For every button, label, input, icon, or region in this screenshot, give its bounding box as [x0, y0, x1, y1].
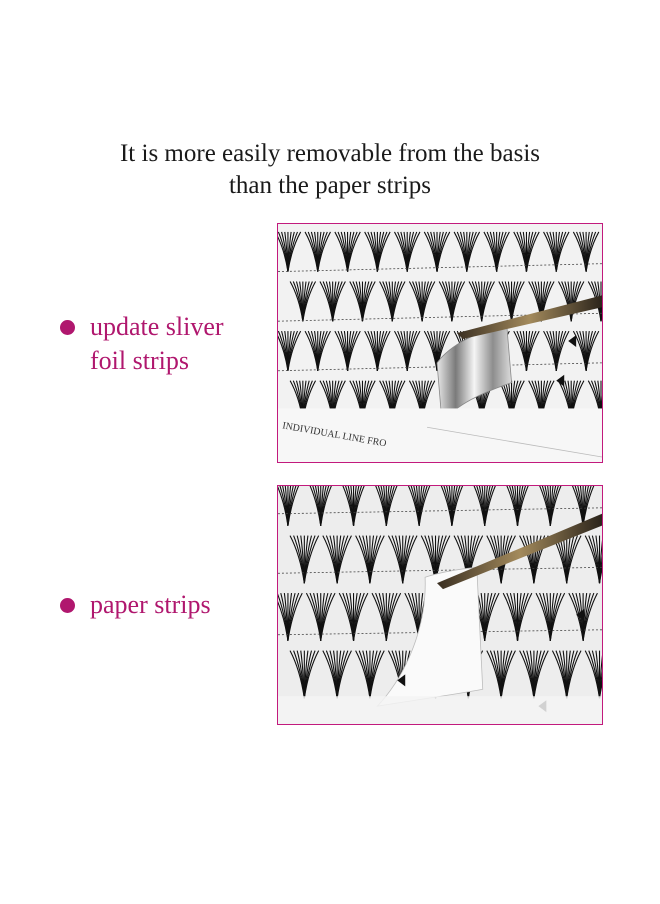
lash-fiber — [600, 312, 602, 322]
lash-fiber — [533, 650, 549, 699]
label-paper-strips: paper strips — [60, 588, 211, 622]
lash-fiber — [287, 486, 300, 526]
lash-fiber — [566, 650, 582, 699]
lash-fiber — [361, 281, 376, 322]
lash-fiber — [320, 486, 332, 526]
lash-fiber — [376, 330, 391, 371]
lash-fiber — [555, 231, 570, 272]
lash-fiber — [598, 567, 602, 584]
foil-strip-illustration: INDIVIDUAL LINE FRO — [278, 224, 602, 462]
lash-fiber — [317, 330, 331, 371]
lash-fiber — [287, 231, 302, 272]
lash-fiber — [582, 592, 598, 641]
bullet-dot-icon — [60, 598, 75, 613]
lash-fiber — [516, 592, 533, 641]
bullet-dot-icon — [60, 320, 75, 335]
photo-foil-strips: INDIVIDUAL LINE FRO — [277, 223, 603, 463]
lash-fiber — [336, 535, 352, 584]
lash-fiber — [347, 231, 361, 272]
lash-fiber — [555, 330, 570, 371]
label-foil-strips: update sliver foil strips — [60, 310, 224, 378]
label-paper-line-1: paper strips — [90, 590, 211, 619]
lash-fiber — [302, 281, 317, 322]
lash-fiber — [391, 281, 406, 322]
lash-fiber — [549, 486, 562, 526]
lash-fiber — [352, 486, 365, 526]
lash-fiber — [525, 330, 540, 371]
lash-fiber — [406, 330, 421, 371]
lash-fiber — [585, 231, 600, 272]
label-foil-line-1: update sliver — [90, 312, 224, 341]
lash-fiber — [451, 486, 464, 526]
lash-fiber — [566, 535, 582, 584]
headline-line-2: than the paper strips — [228, 172, 432, 199]
lash-fiber — [582, 486, 595, 526]
lash-fiber — [287, 592, 303, 641]
lash-fiber — [347, 330, 361, 371]
lash-fiber — [385, 486, 398, 526]
lash-fiber — [385, 592, 402, 641]
lash-fiber — [332, 281, 346, 322]
lash-fiber — [484, 486, 496, 526]
lash-fiber — [418, 486, 431, 526]
lash-fiber — [352, 592, 369, 641]
headline: It is more easily removable from the bas… — [0, 138, 660, 202]
lash-fiber — [336, 650, 352, 699]
lash-fiber — [496, 231, 510, 272]
lash-fiber — [466, 231, 481, 272]
lash-fiber — [525, 231, 540, 272]
lash-fiber — [549, 592, 566, 641]
lash-fiber — [287, 330, 302, 371]
lash-fiber — [500, 650, 516, 699]
photo-paper-strips — [277, 485, 603, 725]
lash-fiber — [402, 535, 418, 584]
tweezers-icon — [437, 513, 602, 590]
lash-fiber — [369, 650, 385, 699]
lash-fiber — [484, 592, 500, 641]
lash-fiber — [369, 535, 385, 584]
lash-fiber — [511, 281, 525, 322]
lash-fiber — [406, 231, 421, 272]
lash-fiber — [516, 486, 529, 526]
lash-fiber — [481, 281, 495, 322]
headline-line-1: It is more easily removable from the bas… — [119, 140, 541, 167]
paper-strip-illustration — [278, 486, 602, 724]
lash-fiber — [320, 592, 336, 641]
lash-fiber — [585, 330, 600, 371]
tweezers-icon — [456, 295, 602, 340]
lash-fiber — [303, 650, 320, 699]
label-foil-line-2: foil strips — [90, 346, 189, 375]
lash-fiber — [598, 682, 602, 699]
lash-fiber — [303, 535, 320, 584]
lash-fiber — [570, 281, 585, 322]
lash-fiber — [451, 281, 466, 322]
lash-fiber — [317, 231, 331, 272]
lash-fiber — [376, 231, 391, 272]
